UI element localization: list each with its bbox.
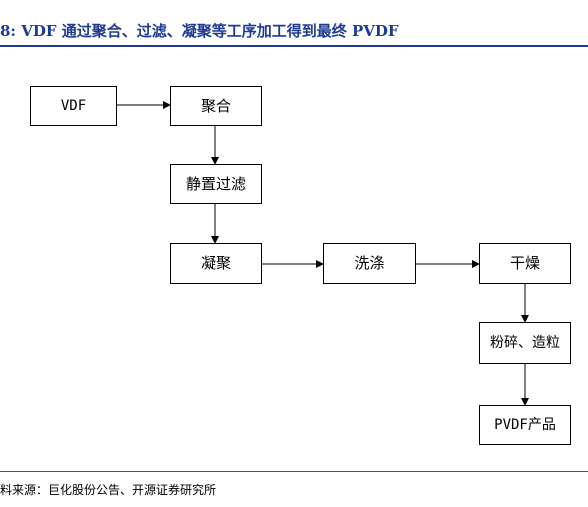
node-granulation: 粉碎、造粒: [479, 322, 571, 364]
node-vdf: VDF: [30, 86, 117, 126]
source-divider: [0, 471, 588, 472]
node-filtration: 静置过滤: [170, 164, 262, 204]
node-product: PVDF产品: [479, 405, 571, 445]
title-divider: [0, 45, 588, 47]
node-drying: 干燥: [479, 243, 571, 284]
node-polymerization: 聚合: [170, 86, 262, 126]
node-washing: 洗涤: [323, 243, 416, 284]
node-coagulation: 凝聚: [170, 243, 262, 284]
figure-title: 8: VDF 通过聚合、过滤、凝聚等工序加工得到最终 PVDF: [0, 22, 399, 40]
source-note: 料来源：巨化股份公告、开源证券研究所: [0, 483, 217, 497]
